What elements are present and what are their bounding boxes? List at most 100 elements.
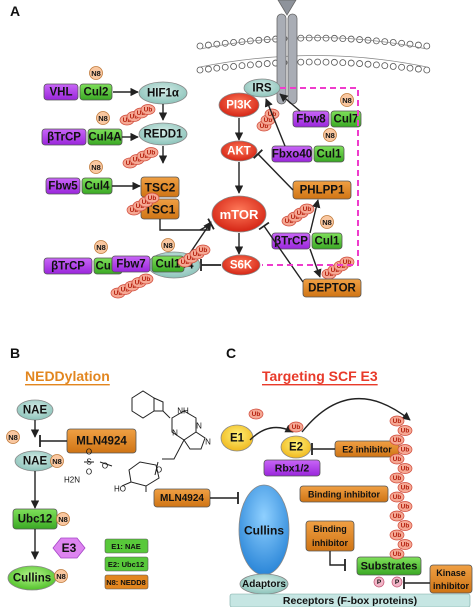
kinase-inhibitor-line1: Kinase [436,568,466,578]
membrane-lipid [196,66,204,74]
redd1-node-label: REDD1 [144,129,184,141]
membrane-lipid [322,58,330,66]
membrane-lipid [204,65,212,73]
membrane-lipid [196,42,204,50]
membrane-lipid [314,58,322,66]
membrane-line [199,37,428,50]
pi3k-node-label: PI3K [226,100,252,112]
cul4-box-label: Cul4 [85,181,111,193]
rbx-box [263,459,321,477]
ub-chain-substrate [389,472,405,484]
membrane-lipid [238,62,246,70]
membrane-lipid [339,59,347,67]
ub-chain-pdcd4-label: Ub [142,276,151,283]
btrcp-right-box-label: βTrCP [274,236,308,248]
ub-chain-redd1-label: Ub [147,149,156,156]
ub-chain-substrate [389,453,405,465]
arrow-e1-e2 [249,424,294,441]
membrane-lipid [406,64,414,72]
ub-chain-tsc2-label: Ub [136,203,145,210]
receptor-left [276,13,287,105]
chemical-bond [128,461,160,487]
nae-node-top-label: NAE [23,405,48,417]
ub-chain-substrate [397,520,413,531]
membrane-lipid [255,60,263,68]
n8-cul1-mtor [161,238,175,252]
chem-n: N [196,422,202,431]
btrcp-redd1-box [41,128,87,146]
ub-chain-tsc2-label: Ub [142,199,151,206]
ub-chain-substrate [389,548,405,560]
cullins-node-b-label: Cullins [13,573,51,585]
n8-cullins-label: N8 [56,572,66,581]
cullins-scaffold-label: Cullins [244,524,284,538]
tsc-mtor-line [159,219,210,231]
ub-chain-substrate-label: Ub [393,551,402,558]
pi3k-node [218,92,260,118]
membrane-lipid [330,58,338,66]
legend-item: N8: NEDD8 [106,578,146,587]
e2-node [280,435,312,459]
kinase-inhibitor-line2: inhibitor [433,581,469,591]
ub-chain-substrate-label: Ub [401,484,410,491]
arrow-cul1-deptor [309,248,322,278]
chemical-bond [162,439,185,460]
ub-e2 [288,421,304,433]
n8-pdcd4 [94,240,108,254]
inhibit-binding-2-line [329,551,345,566]
ub-chain-irs-label: Ub [260,123,269,130]
membrane-line [199,55,428,68]
ub-chain-tsc2 [144,192,160,204]
tsc1-box-label: TSC1 [145,203,176,217]
binding-inhibitor-2-line1: Binding [313,524,347,534]
cul2-box-label: Cul2 [84,87,109,99]
membrane-lipid [398,63,406,71]
n8-cul4-label: N8 [91,163,101,172]
ub-chain-hif1a-label: Ub [137,110,146,117]
membrane-lipid [297,58,305,66]
ub-chain-substrate [397,463,413,474]
vhl-box-label: VHL [50,87,73,99]
cul1-right-box-label: Cul1 [315,236,341,248]
membrane-lipid [414,65,422,73]
ub-chain-phlpp1 [299,203,315,215]
mtor-node-label: mTOR [220,207,259,222]
arrow-cul7-irs [279,93,301,112]
panel-b-title: NEDDylation [25,368,110,384]
chemical-bond [153,397,164,412]
n8-cul1-irs-label: N8 [325,131,335,140]
ub-chain-phlpp1-label: Ub [285,218,294,225]
n8-ubc12 [56,512,70,526]
membrane-lipid [305,58,313,66]
legend-swatch [104,556,149,572]
panel-b-label: B [10,345,20,361]
ub-chain-pdcd4-label: Ub [121,286,130,293]
n8-nae-bottom [50,454,64,468]
adaptors-node-label: Adaptors [242,579,286,590]
ub-chain-tsc2-label: Ub [148,195,157,202]
fbw5-box-label: Fbw5 [48,181,78,193]
n8-cul1-irs [323,128,337,142]
btrcp-pdcd4-box-label: βTrCP [51,261,85,273]
membrane-lipid [246,61,254,69]
n8-nae-label: N8 [8,433,18,442]
ub-chain-mtor-label: Ub [193,251,202,258]
membrane-lipid [381,62,389,70]
e1-node-label: E1 [230,433,245,445]
chemical-bond [131,390,155,419]
chem-o3: O [86,468,92,477]
ub-chain-substrate-label: Ub [393,475,402,482]
ub-chain-deptor-label: Ub [331,267,340,274]
membrane-lipid [322,34,330,42]
n8-cul1-mtor-label: N8 [163,241,173,250]
tsc2-box [140,176,180,198]
ub-chain-redd1 [143,147,159,158]
phospho-p2-label: P [395,579,400,586]
ub-chain-mtor-label: Ub [181,259,190,266]
membrane-lipid [398,39,406,47]
ub-chain-mtor [195,244,211,256]
phlpp1-box-label: PHLPP1 [300,185,345,197]
chem-o2: O [86,448,92,457]
n8-cul4a-label: N8 [98,114,108,123]
